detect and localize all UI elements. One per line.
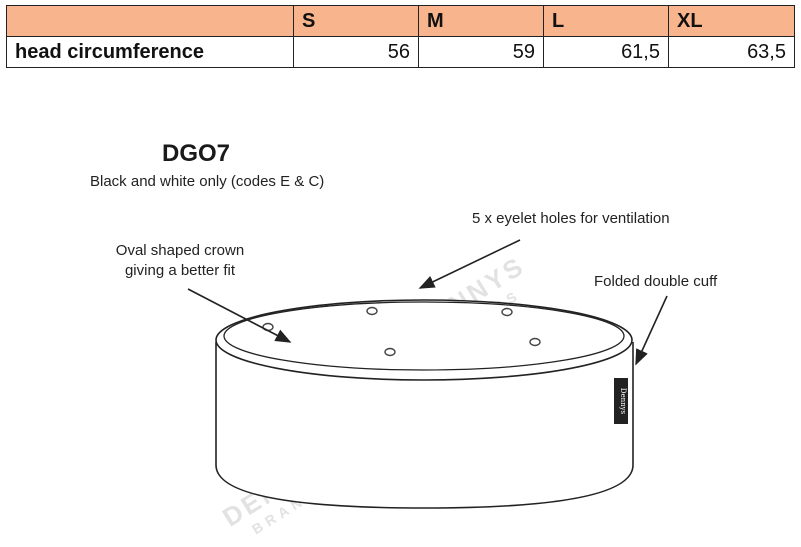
size-table-header-row: S M L XL bbox=[6, 5, 795, 37]
callout-crown-line2: giving a better fit bbox=[124, 262, 236, 279]
row-label-head-circumference: head circumference bbox=[6, 36, 294, 68]
model-subtitle: Black and white only (codes E & C) bbox=[90, 173, 325, 190]
callout-eyelets: 5 x eyelet holes for ventilation bbox=[472, 210, 670, 227]
header-cell-s: S bbox=[293, 5, 419, 37]
header-cell-m: M bbox=[418, 5, 544, 37]
callout-crown-line1: Oval shaped crown bbox=[115, 242, 245, 259]
svg-text:Dennys: Dennys bbox=[619, 388, 627, 415]
header-cell-l: L bbox=[543, 5, 669, 37]
model-title: DGO7 bbox=[162, 140, 231, 167]
eyelet-icon bbox=[384, 347, 396, 357]
value-xl: 63,5 bbox=[668, 36, 795, 68]
eyelet-icon bbox=[262, 322, 274, 332]
watermark-logo: DENNYS BRANDS bbox=[407, 250, 531, 348]
callout-crown: Oval shaped crown giving a better fit bbox=[100, 241, 260, 281]
callout-cuff: Folded double cuff bbox=[594, 273, 718, 290]
eyelet-icon bbox=[366, 306, 378, 316]
value-l: 61,5 bbox=[543, 36, 669, 68]
size-table: S M L XL head circumference 56 59 61,5 6… bbox=[6, 5, 795, 68]
arrow-cuff bbox=[635, 295, 668, 366]
header-cell-empty bbox=[6, 5, 294, 37]
header-cell-xl: XL bbox=[668, 5, 795, 37]
eyelet-icon bbox=[529, 337, 541, 347]
arrow-crown bbox=[187, 288, 292, 343]
watermark-logo: DENNYS BRANDS bbox=[217, 440, 341, 538]
value-s: 56 bbox=[293, 36, 419, 68]
denny-label-tag-icon: Dennys bbox=[614, 378, 628, 424]
value-m: 59 bbox=[418, 36, 544, 68]
table-row: head circumference 56 59 61,5 63,5 bbox=[6, 36, 795, 68]
